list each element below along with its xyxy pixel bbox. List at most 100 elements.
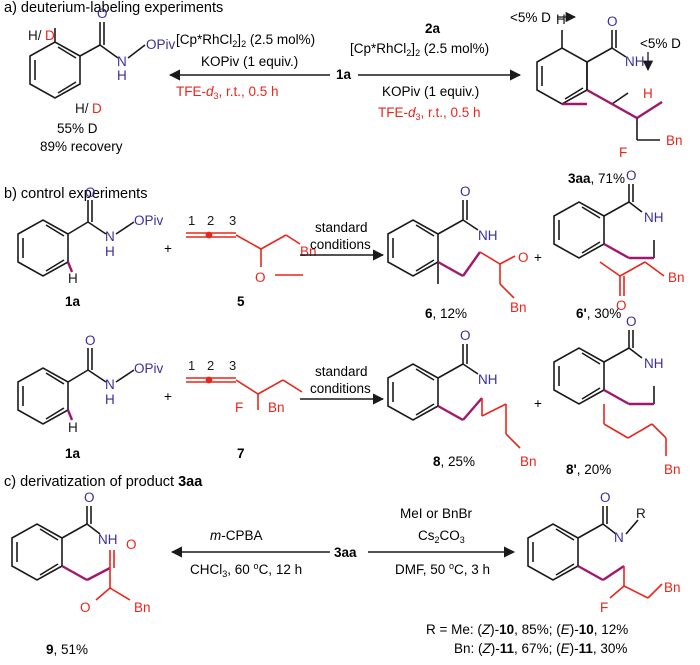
- annotation-5pct-d-right: <5% D: [640, 36, 681, 51]
- plus-row1: +: [164, 241, 172, 256]
- opiv-row2: OPiv: [134, 361, 164, 376]
- diene-chain-8prime: [603, 404, 667, 456]
- product-8prime-structure: [553, 330, 655, 405]
- cond2-line1: standard: [315, 364, 368, 379]
- oxygen-6prime: O: [626, 168, 637, 183]
- bn-6prime: Bn: [668, 270, 685, 285]
- section-a-heading: a) deuterium-labeling experiments: [4, 0, 223, 16]
- annotation-5pct-d-left: <5% D: [510, 10, 551, 25]
- nh-8prime: NH: [644, 356, 664, 371]
- cs2co3-base: Cs2CO3: [418, 528, 465, 545]
- opiv-group: OPiv: [146, 37, 176, 52]
- oxygen-9: O: [84, 490, 95, 505]
- oxygen-8prime: O: [626, 314, 637, 329]
- label-8: 8, 25%: [433, 454, 475, 469]
- aryl-h-row1: H: [68, 271, 78, 286]
- bn-7: Bn: [268, 400, 285, 415]
- result-line-1: R = Me: (Z)-10, 85%; (E)-10, 12%: [426, 622, 628, 637]
- allene7-center-dot: [205, 376, 213, 384]
- label-6prime: 6', 30%: [576, 306, 621, 321]
- bn-10: Bn: [664, 580, 681, 595]
- label-1a-row2: 1a: [65, 446, 81, 461]
- highlight-bonds-8prime: [603, 388, 654, 406]
- allene7-num2: 2: [207, 358, 214, 373]
- product-3aa-label: 3aa, 71%: [568, 171, 625, 186]
- left-base: KOPiv (1 equiv.): [201, 54, 298, 69]
- opiv-row1: OPiv: [134, 213, 164, 228]
- product-9-structure: [11, 506, 101, 581]
- partner-label: 2a: [425, 21, 441, 36]
- fluoroalkene-chain-10: [609, 566, 663, 599]
- oxygen-10: O: [600, 490, 611, 505]
- section-b-heading: b) control experiments: [4, 186, 147, 202]
- carbonyl-oxygen: O: [97, 6, 108, 21]
- allene-5-structure: [186, 232, 303, 276]
- nh-8: NH: [478, 372, 498, 387]
- right-solvent: TFE-d3, r.t., 0.5 h: [378, 105, 481, 122]
- cond1-line2: conditions: [310, 237, 371, 252]
- nitrogen-atom: N: [117, 54, 127, 69]
- diene-chain-8: [481, 398, 521, 449]
- product-fluorine: F: [619, 145, 627, 160]
- product-nh: NH: [625, 54, 645, 69]
- ketone-o-6: O: [518, 250, 529, 265]
- allene-center-dot: [205, 231, 213, 239]
- aryl-h-row2: H: [68, 420, 78, 435]
- deuterated-benzamide-structure: [29, 22, 146, 99]
- ch-bond-row2: [66, 409, 74, 421]
- right-base: KOPiv (1 equiv.): [382, 84, 479, 99]
- cond2-line2: conditions: [310, 381, 371, 396]
- plus-row1b: +: [534, 250, 542, 265]
- oxygen-8: O: [460, 328, 471, 343]
- nitrogen-row2: N: [105, 377, 115, 392]
- product-oxygen: O: [607, 14, 618, 29]
- nh-6: NH: [478, 228, 498, 243]
- bn-8prime: Bn: [664, 462, 681, 477]
- label-8prime: 8', 20%: [566, 462, 611, 477]
- d-label-bottom: D: [92, 101, 102, 116]
- aryl-h: H: [556, 12, 566, 27]
- oxygen-row1: O: [85, 185, 96, 200]
- fluorine-7: F: [235, 400, 243, 415]
- highlight-bonds-10: [577, 564, 625, 582]
- r-group: R: [636, 506, 646, 521]
- h-label-top: H/: [28, 28, 42, 43]
- ketone-o-6prime: O: [616, 298, 627, 313]
- allene7-num1: 1: [188, 358, 195, 373]
- vinyl-h: H: [643, 86, 653, 101]
- ketone-o-9a: O: [126, 537, 137, 552]
- ketone-o-9b: O: [80, 600, 91, 615]
- cond1-line1: standard: [315, 220, 368, 235]
- highlight-bonds-6prime: [603, 242, 654, 260]
- right-catalyst: [Cp*RhCl2]2 (2.5 mol%): [350, 41, 489, 58]
- ketone-chain-6: [479, 251, 516, 299]
- ketone-oxygen-5: O: [255, 270, 266, 285]
- right-conditions-c: DMF, 50 oC, 3 h: [395, 561, 490, 577]
- oxygen-6: O: [460, 184, 471, 199]
- highlight-bonds-3aa: [562, 88, 663, 120]
- benzamide-1a-structure-row1: [17, 200, 135, 277]
- diketone-chain-9: [95, 550, 131, 601]
- center-3aa-label: 3aa: [334, 545, 357, 560]
- allene-num2: 2: [207, 213, 214, 228]
- recovery-text: 89% recovery: [40, 139, 123, 154]
- plus-row2: +: [164, 389, 172, 404]
- label-1a-row1: 1a: [65, 294, 81, 309]
- left-solvent: TFE-d3, r.t., 0.5 h: [176, 84, 279, 101]
- product-bn: Bn: [666, 133, 683, 148]
- bn-6: Bn: [510, 300, 527, 315]
- product-6prime-structure: [553, 184, 655, 259]
- bn-9: Bn: [134, 600, 151, 615]
- benzamide-1a-structure-row2: [17, 348, 135, 425]
- left-conditions-c: CHCl3, 60 oC, 12 h: [190, 561, 302, 579]
- start-material-label: 1a: [336, 67, 352, 82]
- enone-chain-6prime: [599, 261, 665, 296]
- product-8-structure: [387, 344, 479, 421]
- nh-hydrogen: H: [117, 68, 127, 83]
- nh-9: NH: [98, 532, 118, 547]
- label-9: 9, 51%: [46, 642, 88, 657]
- h-label-bottom: H/: [75, 101, 89, 116]
- nitrogen-10: N: [614, 530, 624, 545]
- left-catalyst: [Cp*RhCl2]2 (2.5 mol%): [176, 32, 315, 49]
